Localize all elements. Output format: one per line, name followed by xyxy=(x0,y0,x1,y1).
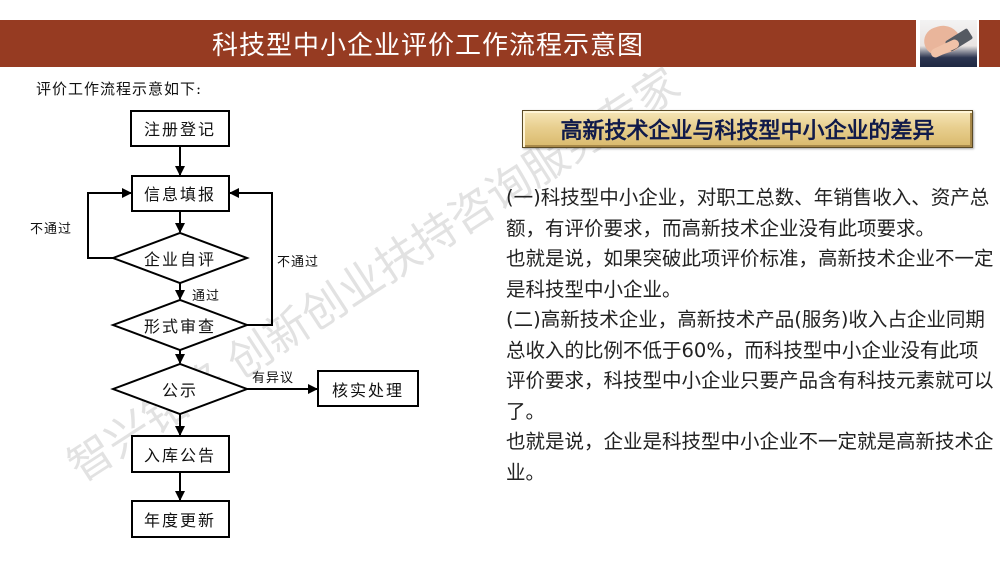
edge-label-review-fail: 不通过 xyxy=(277,255,320,270)
flowchart-lines xyxy=(87,110,419,538)
paragraph-3: (二)高新技术企业，高新技术产品(服务)收入占企业同期总收入的比例不低于60%，… xyxy=(506,308,994,423)
paragraph-4: 也就是说，企业是科技型中小企业不一定就是高新技术企业。 xyxy=(506,430,994,484)
diamond-self-eval xyxy=(110,231,250,285)
node-formal-review: 形式审查 xyxy=(143,317,217,336)
flowchart: 评价工作流程示意如下: xyxy=(30,80,419,538)
flowchart-intro: 评价工作流程示意如下: xyxy=(36,80,203,98)
node-register: 注册登记 xyxy=(143,120,217,139)
node-annual-update: 年度更新 xyxy=(143,511,217,530)
title-bar: 科技型中小企业评价工作流程示意图 xyxy=(0,20,916,67)
comparison-heading: 高新技术企业与科技型中小企业的差异 xyxy=(560,119,935,144)
page-title: 科技型中小企业评价工作流程示意图 xyxy=(211,31,644,61)
box-info-fill xyxy=(131,175,230,212)
box-annual-update xyxy=(131,500,230,538)
edge-label-self-eval-pass: 通过 xyxy=(192,289,221,304)
node-announce: 入库公告 xyxy=(143,446,217,465)
node-self-eval: 企业自评 xyxy=(143,250,217,269)
edge-label-objection: 有异议 xyxy=(252,371,295,386)
box-announce xyxy=(131,435,230,473)
node-info-fill: 信息填报 xyxy=(143,185,217,204)
paragraph-1: (一)科技型中小企业，对职工总数、年销售收入、资产总额，有评价要求，而高新技术企… xyxy=(506,186,990,240)
node-publicity: 公示 xyxy=(161,381,199,400)
node-verify: 核实处理 xyxy=(331,381,405,400)
paragraph-2: 也就是说，如果突破此项评价标准，高新技术企业不一定是科技型中小企业。 xyxy=(506,247,994,301)
title-bar-end xyxy=(979,20,1000,67)
box-register xyxy=(130,110,230,147)
edge-label-self-eval-fail: 不通过 xyxy=(30,222,73,237)
hand-holding-phone-photo xyxy=(920,20,977,67)
comparison-body: (一)科技型中小企业，对职工总数、年销售收入、资产总额，有评价要求，而高新技术企… xyxy=(506,183,996,488)
box-verify xyxy=(317,370,419,407)
comparison-heading-box: 高新技术企业与科技型中小企业的差异 xyxy=(522,110,973,148)
